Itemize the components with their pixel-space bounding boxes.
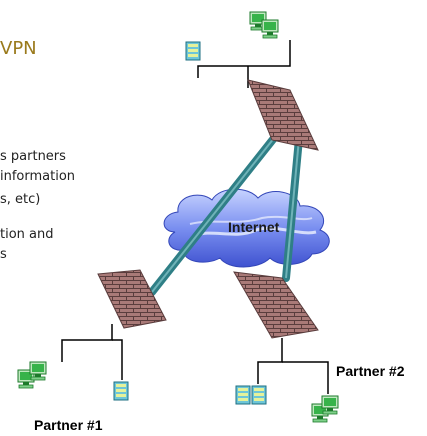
computer-icon — [29, 361, 47, 381]
partner1-lan — [61, 324, 123, 380]
body-line-5: s — [0, 247, 7, 262]
hq-lan — [197, 40, 291, 88]
body-line-1: s partners — [0, 149, 66, 164]
firewall-brick-wall-icon — [97, 269, 167, 329]
firewall-brick-wall-icon — [233, 271, 319, 339]
server-icon — [235, 385, 251, 405]
server-icon — [113, 381, 129, 401]
server-icon — [185, 41, 201, 61]
slide-title: VPN — [0, 38, 37, 59]
server-icon — [251, 385, 267, 405]
firewall-brick-wall-icon — [247, 79, 319, 151]
partner2-label: Partner #2 — [336, 363, 405, 379]
partner1-label: Partner #1 — [34, 417, 103, 433]
computer-icon — [261, 19, 279, 39]
body-line-3: s, etc) — [0, 192, 41, 207]
body-line-2: information — [0, 169, 76, 184]
internet-label: Internet — [228, 219, 280, 235]
vpn-tunnel-hq-partner1-highlight — [151, 127, 283, 293]
vpn-tunnel-hq-partner2-highlight — [285, 127, 301, 279]
partner2-lan — [257, 338, 329, 394]
body-line-4: tion and — [0, 227, 54, 242]
computer-icon — [321, 395, 339, 415]
